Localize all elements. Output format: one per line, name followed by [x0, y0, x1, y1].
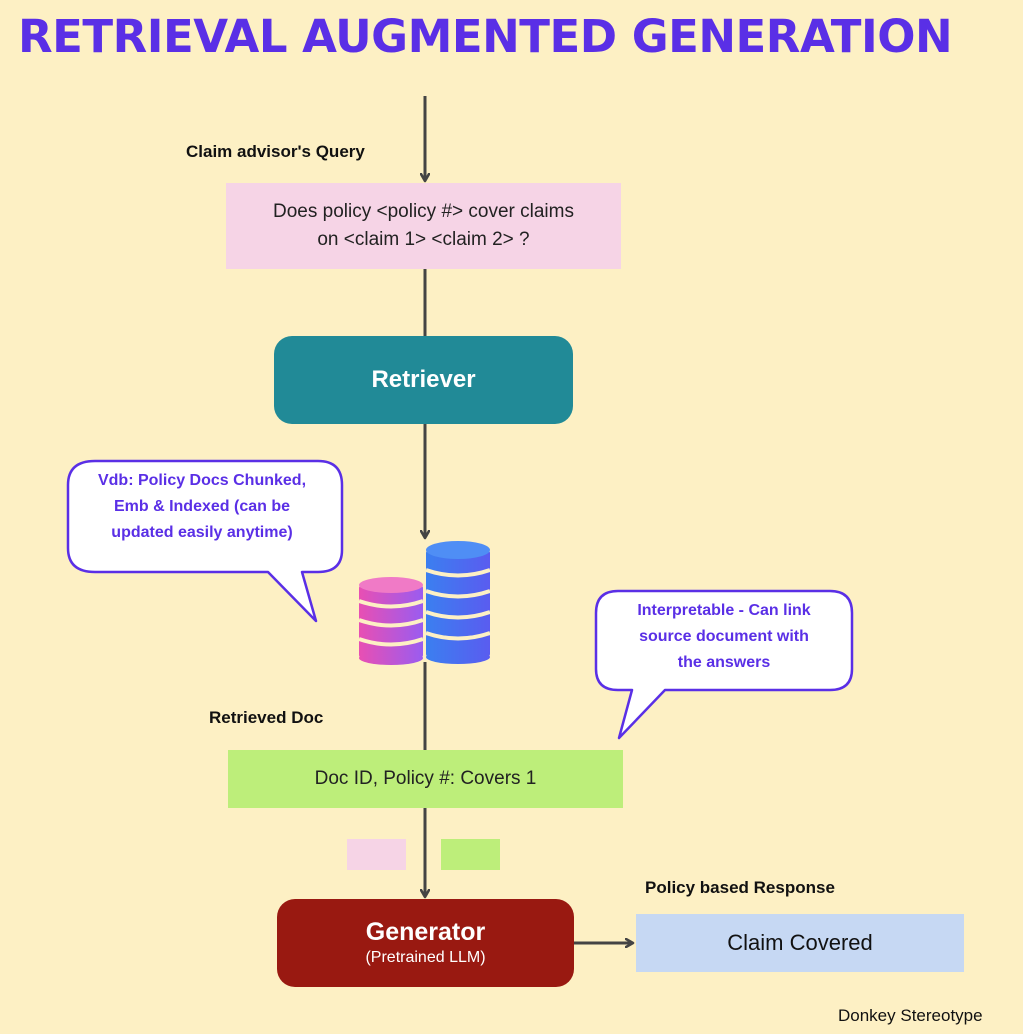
- query-label: Claim advisor's Query: [186, 142, 365, 161]
- interpretable-note-text: Interpretable - Can link source document…: [602, 598, 846, 676]
- vdb-note-bubble: [66, 459, 344, 623]
- retrieved-doc-box: Doc ID, Policy #: Covers 1: [228, 750, 623, 808]
- vdb-note-line2: Emb & Indexed (can be: [113, 498, 291, 515]
- interpretable-note-bubble: [594, 589, 854, 740]
- interpretable-note-line3: the answers: [677, 654, 771, 671]
- retriever-box: Retriever: [274, 336, 573, 424]
- diagram-title: RETRIEVAL AUGMENTED GENERATION: [18, 10, 953, 63]
- query-text-line2: on <claim 1> <claim 2> ?: [317, 229, 530, 250]
- generator-subtitle: (Pretrained LLM): [365, 949, 486, 966]
- retriever-label: Retriever: [371, 366, 476, 393]
- generator-box: Generator (Pretrained LLM): [277, 899, 574, 987]
- query-box: Does policy <policy #> cover claims on <…: [226, 183, 621, 269]
- credit-text: Donkey Stereotype: [838, 1006, 983, 1025]
- query-text-line1: Does policy <policy #> cover claims: [273, 201, 574, 222]
- retrieved-doc-text: Doc ID, Policy #: Covers 1: [314, 768, 537, 789]
- response-label: Policy based Response: [645, 878, 835, 897]
- database-stack-icon: [358, 541, 491, 665]
- generator-title: Generator: [365, 918, 486, 946]
- interpretable-note-line2: source document with: [639, 628, 809, 645]
- vdb-note-text: Vdb: Policy Docs Chunked, Emb & Indexed …: [72, 468, 332, 546]
- retrieved-doc-label: Retrieved Doc: [209, 708, 324, 727]
- query-token-block: [347, 839, 406, 870]
- response-box: Claim Covered: [636, 914, 964, 972]
- response-text: Claim Covered: [727, 930, 873, 955]
- doc-token-block: [441, 839, 500, 870]
- vdb-note-line3: updated easily anytime): [111, 524, 293, 541]
- interpretable-note-line1: Interpretable - Can link: [637, 602, 811, 619]
- vdb-note-line1: Vdb: Policy Docs Chunked,: [97, 472, 307, 489]
